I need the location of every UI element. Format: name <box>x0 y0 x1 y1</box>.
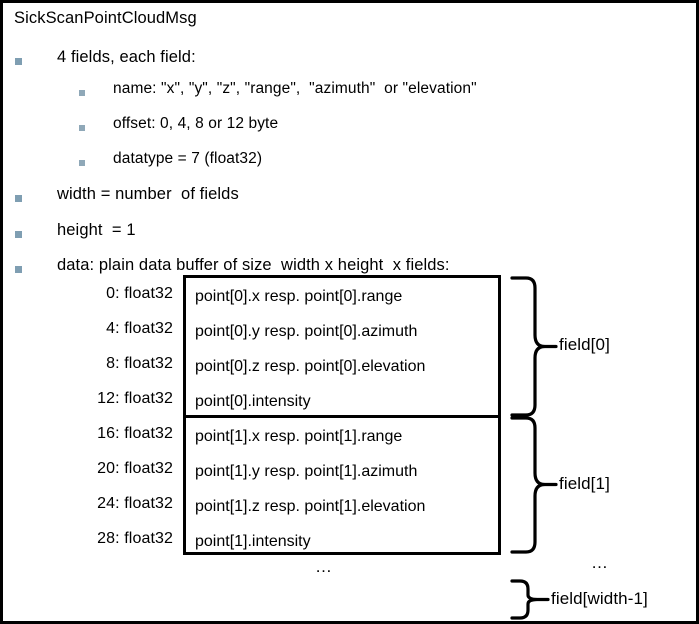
bullet-square-icon <box>79 125 85 131</box>
curly-brace-field-1-icon <box>508 415 558 555</box>
bullet-square-icon <box>79 160 85 166</box>
point-field-row: point[1].intensity <box>195 533 311 550</box>
curly-brace-field-widthminus1-icon <box>508 578 556 621</box>
point-field-row: point[1].z resp. point[1].elevation <box>195 498 426 515</box>
point-field-row: point[0].z resp. point[0].elevation <box>195 358 426 375</box>
bullet-level1-label: width = number of fields <box>57 185 239 203</box>
offset-label: 0: float32 <box>106 285 173 302</box>
bullet-level1-label: height = 1 <box>57 221 136 239</box>
bullet-level1-label: data: plain data buffer of size width x … <box>57 256 450 274</box>
point-field-box-1: point[1].x resp. point[1].range point[1]… <box>183 415 501 555</box>
bullet-level2-label: datatype = 7 (float32) <box>113 150 263 167</box>
bullet-square-icon <box>15 195 22 202</box>
offset-label: 4: float32 <box>106 320 173 337</box>
point-field-row: point[0].y resp. point[0].azimuth <box>195 323 418 340</box>
bullet-level2-label: offset: 0, 4, 8 or 12 byte <box>113 115 279 132</box>
offset-label: 8: float32 <box>106 355 173 372</box>
field-label: field[width-1] <box>551 589 648 608</box>
ellipsis-below-braces: … <box>591 553 609 572</box>
point-field-row: point[1].x resp. point[1].range <box>195 428 403 445</box>
bullet-level1-label: 4 fields, each field: <box>57 48 196 66</box>
point-field-row: point[1].y resp. point[1].azimuth <box>195 463 418 480</box>
offset-label: 28: float32 <box>97 530 173 547</box>
bullet-square-icon <box>15 266 22 273</box>
bullet-level2-label: name: "x", "y", "z", "range", "azimuth" … <box>113 80 477 97</box>
ellipsis-below-boxes: … <box>315 557 333 576</box>
field-label: field[0] <box>559 335 610 354</box>
bullet-square-icon <box>15 58 22 65</box>
point-field-box-0: point[0].x resp. point[0].range point[0]… <box>183 275 501 418</box>
point-field-row: point[0].x resp. point[0].range <box>195 288 403 305</box>
offset-label: 24: float32 <box>97 495 173 512</box>
offset-label: 16: float32 <box>97 425 173 442</box>
offset-label: 20: float32 <box>97 460 173 477</box>
bullet-square-icon <box>79 90 85 96</box>
field-label: field[1] <box>559 474 610 493</box>
offset-label: 12: float32 <box>97 390 173 407</box>
bullet-square-icon <box>15 231 22 238</box>
page-title: SickScanPointCloudMsg <box>14 9 197 27</box>
curly-brace-field-0-icon <box>508 275 558 418</box>
point-field-row: point[0].intensity <box>195 393 311 410</box>
